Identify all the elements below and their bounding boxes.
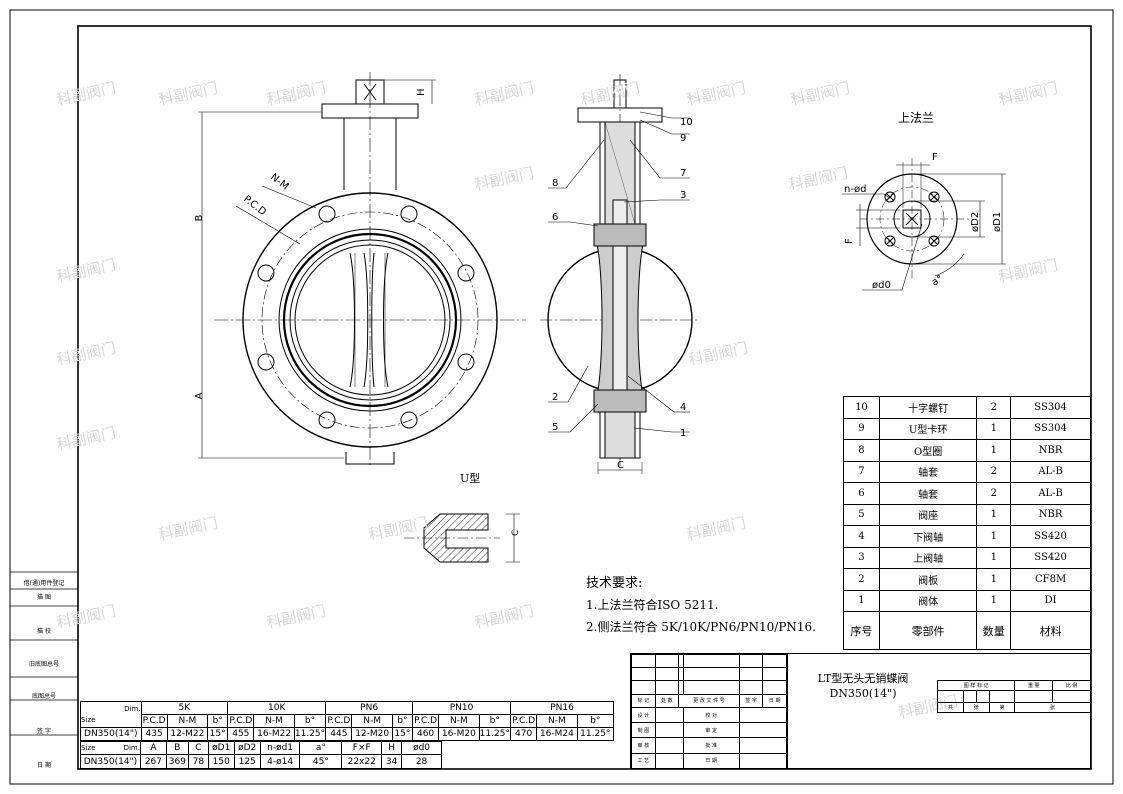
- drawing-subtitle: DN350(14"): [829, 687, 897, 700]
- dim-pcd: P.C.D: [241, 194, 268, 219]
- svg-text:科副阀门: 科副阀门: [367, 514, 429, 544]
- side-label-trace-check: 描 校: [37, 628, 51, 635]
- requirement-2: 2.侧法兰符合 5K/10K/PN6/PN10/PN16.: [586, 620, 816, 634]
- svg-text:科副阀门: 科副阀门: [997, 79, 1059, 109]
- bolt-holes: [257, 205, 475, 429]
- svg-text:科副阀门: 科副阀门: [685, 514, 747, 544]
- svg-text:5: 5: [552, 422, 558, 433]
- svg-text:科副阀门: 科副阀门: [787, 164, 849, 194]
- svg-text:科副阀门: 科副阀门: [265, 602, 327, 632]
- dim-nm: N-M: [268, 172, 290, 193]
- dim-a: A: [194, 392, 205, 399]
- requirements-title: 技术要求:: [586, 576, 643, 591]
- svg-text:科副阀门: 科副阀门: [685, 79, 747, 109]
- svg-text:8: 8: [552, 178, 558, 189]
- svg-text:科副阀门: 科副阀门: [473, 602, 535, 632]
- revision-grid: 标 记处 数更 改 文 件 号签 字日 期 设 计校 对 制 图审 定 审 核批…: [631, 653, 788, 770]
- svg-text:2: 2: [552, 392, 558, 403]
- svg-text:科副阀门: 科副阀门: [473, 164, 535, 194]
- flange-corner-cell: Dim.Size: [80, 701, 142, 728]
- side-label-sign: 签 字: [37, 728, 51, 735]
- dim-c-detail: C: [511, 530, 521, 536]
- svg-text:科副阀门: 科副阀门: [687, 339, 749, 369]
- outer-border: [9, 9, 1114, 785]
- u-type-label: U型: [460, 471, 480, 485]
- svg-text:3: 3: [680, 190, 686, 201]
- dim-angle: a°: [930, 274, 945, 289]
- side-record-strip: [10, 571, 78, 736]
- svg-text:科副阀门: 科副阀门: [997, 256, 1059, 286]
- svg-text:9: 9: [680, 133, 686, 144]
- svg-text:1: 1: [680, 428, 686, 439]
- svg-text:10: 10: [680, 117, 693, 128]
- side-section-view: [540, 74, 700, 474]
- dim-d2: øD2: [970, 212, 981, 232]
- svg-text:科副阀门: 科副阀门: [55, 79, 117, 109]
- top-flange-view: [842, 158, 1006, 291]
- side-label-date: 日 期: [37, 762, 51, 769]
- stage-grid: 图 样 标 记重 量比 例 共张第张: [936, 680, 1091, 713]
- table-header-row: 序号零部件数量材料: [843, 611, 1091, 650]
- side-label-old-no: 旧底图总号: [28, 661, 59, 668]
- svg-text:科副阀门: 科副阀门: [157, 514, 219, 544]
- u-type-detail: [404, 513, 520, 563]
- side-label-reg: 借(通)用件登记: [23, 580, 65, 587]
- requirement-1: 1.上法兰符合ISO 5211.: [586, 598, 719, 612]
- callout-labels: 10 9 7 8 3 6 2 4 5 1: [552, 117, 693, 439]
- inner-border: [77, 25, 1092, 770]
- top-flange-label: 上法兰: [898, 111, 934, 125]
- front-view: [198, 72, 526, 468]
- svg-text:科副阀门: 科副阀门: [579, 79, 641, 109]
- dim-f-top: F: [932, 152, 938, 163]
- svg-text:科副阀门: 科副阀门: [157, 79, 219, 109]
- svg-text:科副阀门: 科副阀门: [265, 79, 327, 109]
- svg-text:4: 4: [680, 402, 686, 413]
- title-block: 标 记处 数更 改 文 件 号签 字日 期 设 计校 对 制 图审 定 审 核批…: [630, 653, 1091, 770]
- side-label-trace: 描 图: [37, 594, 51, 601]
- side-label-base-no: 底图总号: [31, 693, 56, 700]
- svg-text:科副阀门: 科副阀门: [789, 79, 851, 109]
- dim-d0: ød0: [872, 280, 891, 291]
- dim-d1: øD1: [992, 212, 1003, 232]
- svg-text:科副阀门: 科副阀门: [55, 339, 117, 369]
- dim-c-side: C: [617, 460, 624, 471]
- dim-f-left: F: [844, 238, 855, 244]
- dim-h: H: [416, 88, 427, 96]
- svg-text:7: 7: [680, 168, 686, 179]
- drawing-title: LT型无头无销蝶阀: [817, 672, 909, 685]
- dim-b: B: [194, 214, 205, 221]
- svg-text:6: 6: [552, 212, 558, 223]
- svg-text:科副阀门: 科副阀门: [473, 79, 535, 109]
- svg-text:科副阀门: 科副阀门: [55, 256, 117, 286]
- svg-text:科副阀门: 科副阀门: [55, 424, 117, 454]
- dim-nod: n-ød: [844, 184, 866, 195]
